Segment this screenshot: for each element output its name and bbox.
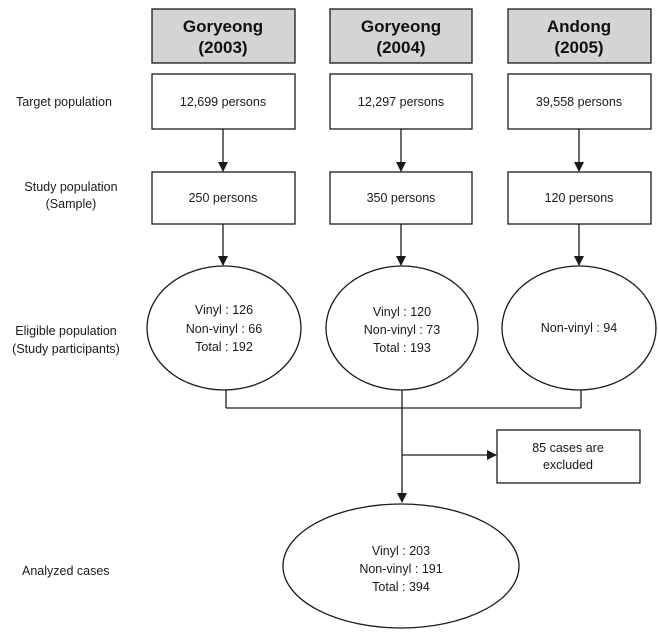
target-value-goryeong-2004: 12,297 persons: [358, 95, 444, 109]
excluded-line-1: 85 cases are: [532, 441, 604, 455]
target-value-goryeong-2003: 12,699 persons: [180, 95, 266, 109]
row-label-study-population-sample: (Sample): [46, 197, 97, 211]
header-goryeong-2004-name: Goryeong: [361, 17, 441, 36]
sample-value-goryeong-2003: 250 persons: [189, 191, 258, 205]
sample-box-goryeong-2004: 350 persons: [329, 171, 473, 225]
merge-connector: [225, 390, 582, 409]
header-andong-2005-name: Andong: [547, 17, 611, 36]
row-label-analyzed-cases: Analyzed cases: [22, 564, 110, 578]
sample-box-andong-2005: 120 persons: [507, 171, 652, 225]
analyzed-nonvinyl: Non-vinyl : 191: [359, 562, 442, 576]
target-box-andong-2005: 39,558 persons: [507, 73, 652, 130]
eligible-nonvinyl-andong-2005: Non-vinyl : 94: [541, 321, 617, 335]
analyzed-total: Total : 394: [372, 580, 430, 594]
excluded-line-2: excluded: [543, 458, 593, 472]
row-label-study-population: Study population: [24, 180, 117, 194]
sample-value-andong-2005: 120 persons: [545, 191, 614, 205]
eligible-total-goryeong-2003: Total : 192: [195, 340, 253, 354]
analyzed-cases-ellipse: Vinyl : 203 Non-vinyl : 191 Total : 394: [282, 503, 520, 629]
sample-value-goryeong-2004: 350 persons: [367, 191, 436, 205]
eligible-vinyl-goryeong-2004: Vinyl : 120: [373, 305, 431, 319]
eligible-nonvinyl-goryeong-2004: Non-vinyl : 73: [364, 323, 440, 337]
header-andong-2005-year: (2005): [554, 38, 603, 57]
header-goryeong-2003: Goryeong (2003): [151, 8, 296, 64]
eligible-vinyl-goryeong-2003: Vinyl : 126: [195, 303, 253, 317]
target-box-goryeong-2004: 12,297 persons: [329, 73, 473, 130]
row-label-eligible-population: Eligible population: [15, 324, 117, 338]
excluded-box: 85 cases are excluded: [496, 429, 641, 484]
target-value-andong-2005: 39,558 persons: [536, 95, 622, 109]
eligible-nonvinyl-goryeong-2003: Non-vinyl : 66: [186, 322, 262, 336]
eligible-ellipse-goryeong-2003: Vinyl : 126 Non-vinyl : 66 Total : 192: [146, 265, 302, 391]
analyzed-vinyl: Vinyl : 203: [372, 544, 430, 558]
eligible-ellipse-andong-2005: Non-vinyl : 94: [501, 265, 657, 391]
row-label-study-participants: (Study participants): [12, 342, 120, 356]
row-label-target-population: Target population: [16, 95, 112, 109]
header-goryeong-2003-year: (2003): [198, 38, 247, 57]
eligible-ellipse-goryeong-2004: Vinyl : 120 Non-vinyl : 73 Total : 193: [325, 265, 479, 391]
header-andong-2005: Andong (2005): [507, 8, 652, 64]
target-box-goryeong-2003: 12,699 persons: [151, 73, 296, 130]
header-goryeong-2004: Goryeong (2004): [329, 8, 473, 64]
header-goryeong-2004-year: (2004): [376, 38, 425, 57]
header-goryeong-2003-name: Goryeong: [183, 17, 263, 36]
sample-box-goryeong-2003: 250 persons: [151, 171, 296, 225]
eligible-total-goryeong-2004: Total : 193: [373, 341, 431, 355]
